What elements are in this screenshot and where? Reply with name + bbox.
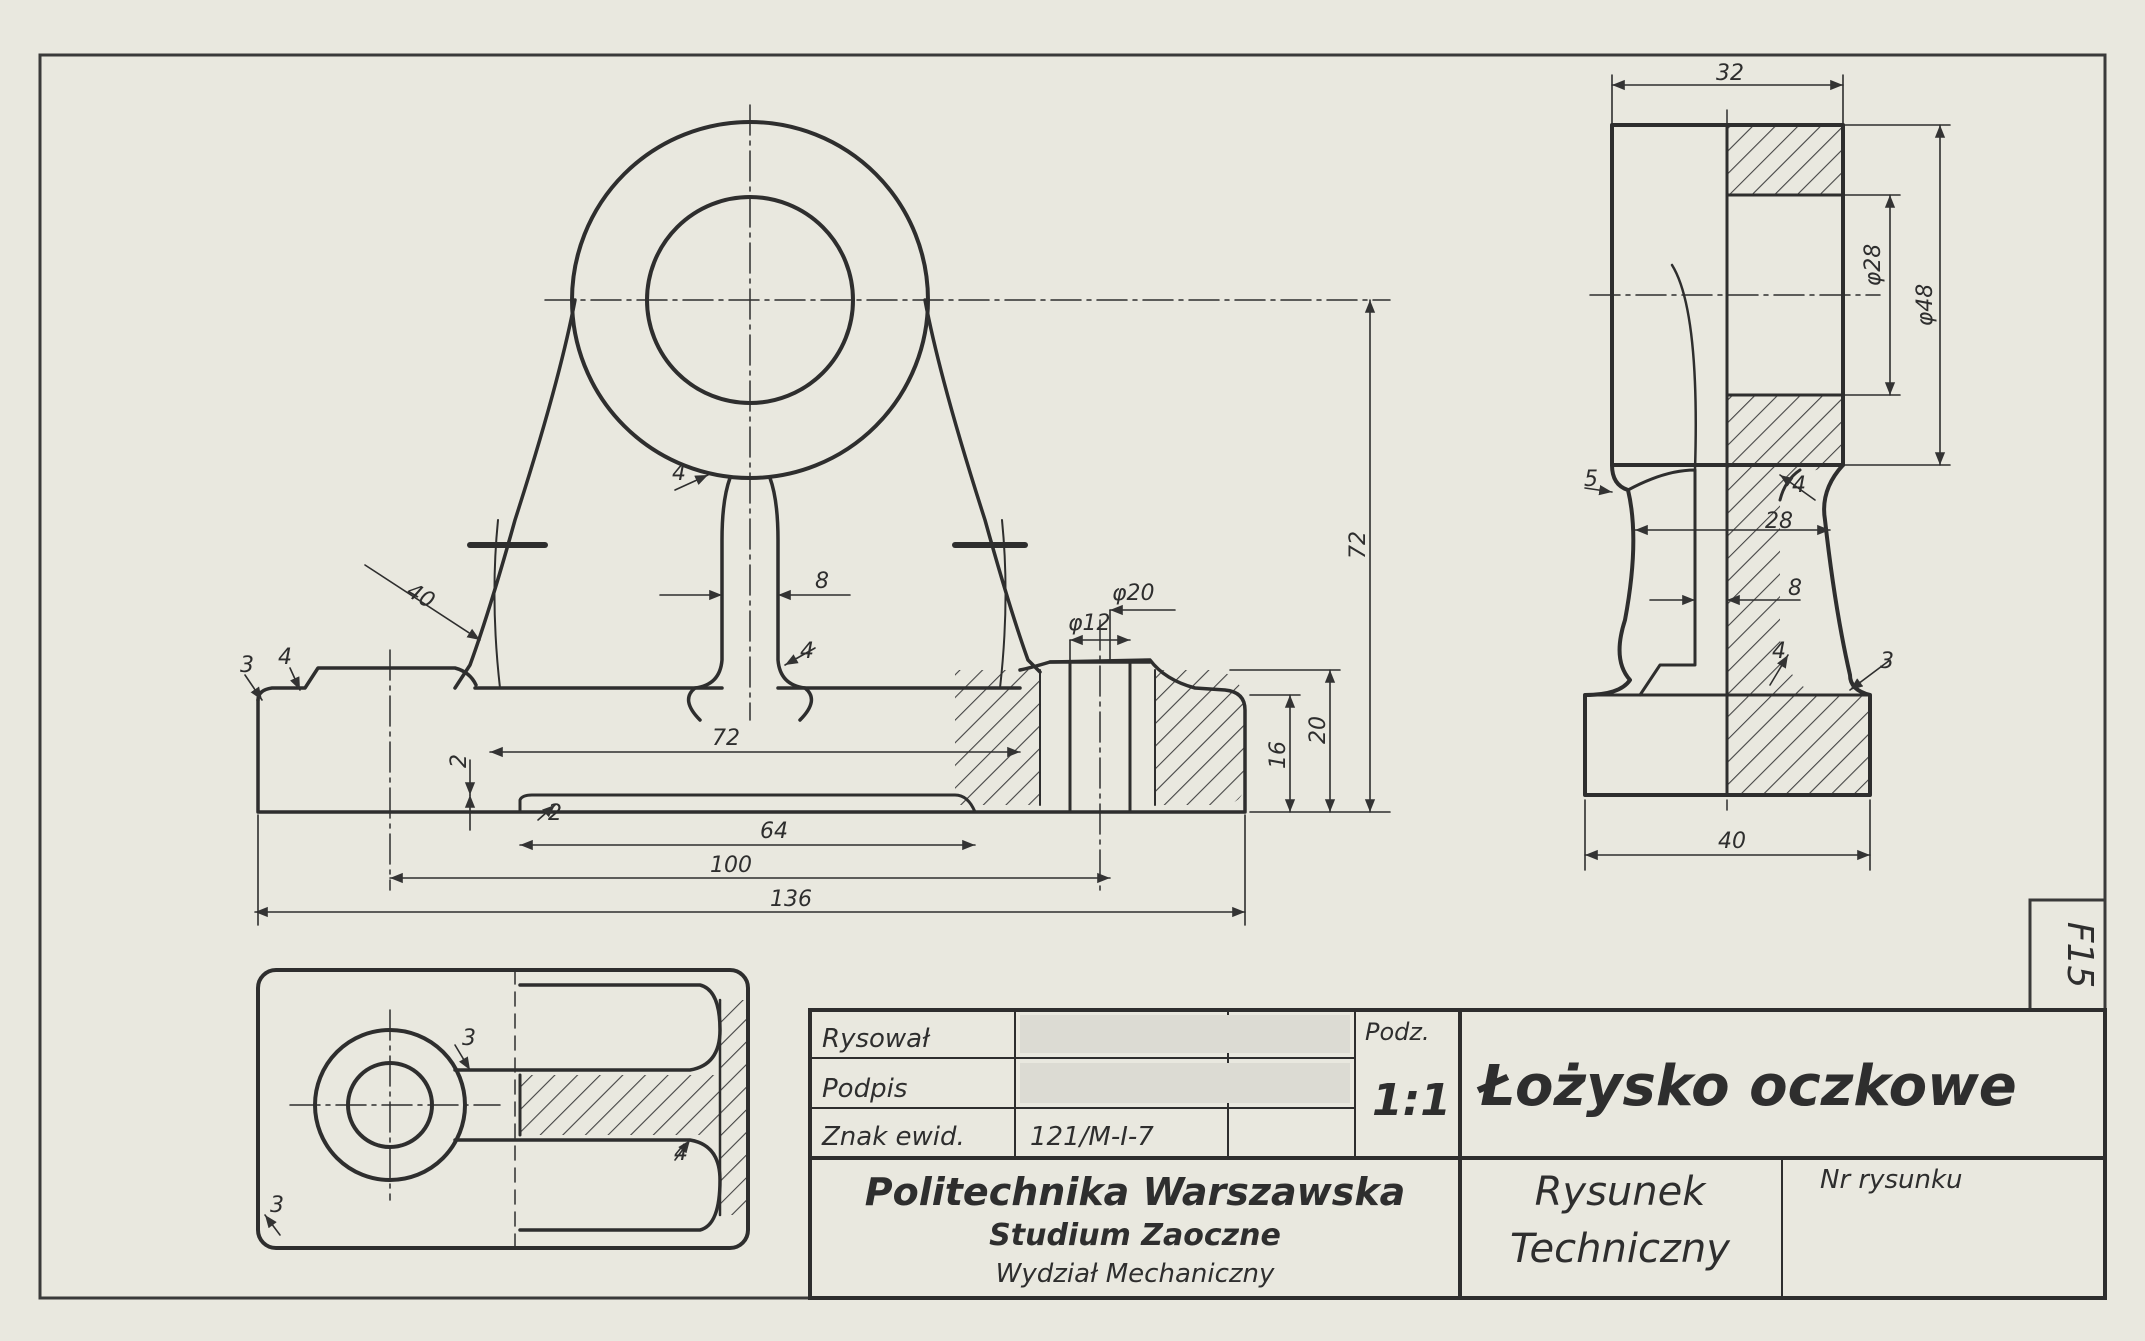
dim-top-fillet-b: 4: [674, 1141, 688, 1166]
label-znak-ewid: Znak ewid.: [821, 1122, 965, 1152]
dim-rib-fillet-left: 4: [672, 461, 686, 486]
dim-top-corner: 3: [270, 1193, 284, 1218]
sheet-code-tag: F15: [2028, 898, 2107, 1012]
title-block-text: Rysował Podpis Znak ewid. 121/M-I-7 Podz…: [821, 1018, 2017, 1289]
dim-top-fillet-a: 3: [462, 1026, 476, 1051]
dim-eye-outer: φ48: [1913, 284, 1938, 327]
label-rysowal: Rysował: [822, 1024, 931, 1054]
studium-name: Studium Zaoczne: [989, 1218, 1281, 1253]
part-name: Łożysko oczkowe: [1476, 1054, 2017, 1119]
dim-neck-width: 28: [1765, 509, 1793, 534]
dim-slot-width: 64: [760, 819, 788, 844]
faculty-name: Wydział Mechaniczny: [996, 1259, 1275, 1289]
dim-slot-depth: 2: [447, 754, 472, 768]
top-base-outline: [256, 968, 750, 1250]
side-view: [1583, 74, 1951, 871]
dim-fillet-left-step: 4: [278, 645, 292, 670]
doc-type-line2: Techniczny: [1510, 1226, 1731, 1272]
university-name: Politechnika Warszawska: [865, 1170, 1405, 1214]
front-base-outline: [256, 658, 1247, 814]
front-view-dimensions: 72 40 3 4 4 4 8 φ20 φ12 72 2 2 64 100 13…: [240, 461, 1371, 912]
dim-height-total: 72: [1346, 531, 1371, 559]
front-slot: [518, 793, 977, 814]
dim-rib-thickness: 8: [815, 569, 829, 594]
dim-base-height: 16: [1266, 741, 1291, 769]
dim-base-fillet-inner: 4: [1772, 639, 1786, 664]
dim-web-thickness: 8: [1788, 576, 1802, 601]
label-nr-rysunku: Nr rysunku: [1820, 1165, 1963, 1195]
top-view: [256, 968, 750, 1250]
dim-bore: φ28: [1861, 244, 1886, 287]
front-right-arm: [923, 298, 1042, 674]
dim-hole-large: φ20: [1112, 581, 1155, 606]
label-podz: Podz.: [1365, 1018, 1430, 1046]
side-body-outline: [1583, 463, 1872, 797]
title-block: [808, 1008, 2107, 1300]
znak-ewid-value: 121/M-I-7: [1030, 1122, 1154, 1152]
doc-type-line1: Rysunek: [1535, 1169, 1708, 1215]
dim-overall-length: 136: [770, 887, 812, 912]
label-podpis: Podpis: [822, 1074, 907, 1104]
front-view: [244, 104, 1391, 926]
side-view-dimensions: 32 φ28 φ48 5 4 28 8 4 3 40: [1584, 61, 1938, 854]
dim-hole-small: φ12: [1068, 611, 1111, 636]
front-left-arm: [453, 298, 577, 690]
top-section-hatch: [520, 1000, 748, 1215]
dim-slot-corner: 2: [548, 801, 562, 826]
front-section-hatch: [955, 670, 1245, 805]
dim-width-top: 32: [1716, 61, 1744, 86]
dim-fillet-left-edge: 3: [240, 653, 254, 678]
front-rib: [686, 476, 732, 722]
dim-base-fillet-outer: 3: [1880, 649, 1894, 674]
dim-inner-fillet: 4: [1792, 473, 1806, 498]
dim-base-width: 40: [1718, 829, 1746, 854]
dim-hole-spacing: 100: [710, 853, 752, 878]
dim-neck-fillet: 5: [1584, 467, 1598, 492]
dim-boss-height: 20: [1306, 716, 1331, 744]
top-view-dimensions: 3 4 3: [270, 1026, 688, 1218]
dim-slot-inner: 72: [712, 726, 740, 751]
scale-value: 1:1: [1372, 1075, 1451, 1126]
dim-rib-fillet-right: 4: [800, 639, 814, 664]
sheet-code: F15: [2059, 922, 2100, 989]
side-section-hatch: [1727, 125, 1870, 795]
